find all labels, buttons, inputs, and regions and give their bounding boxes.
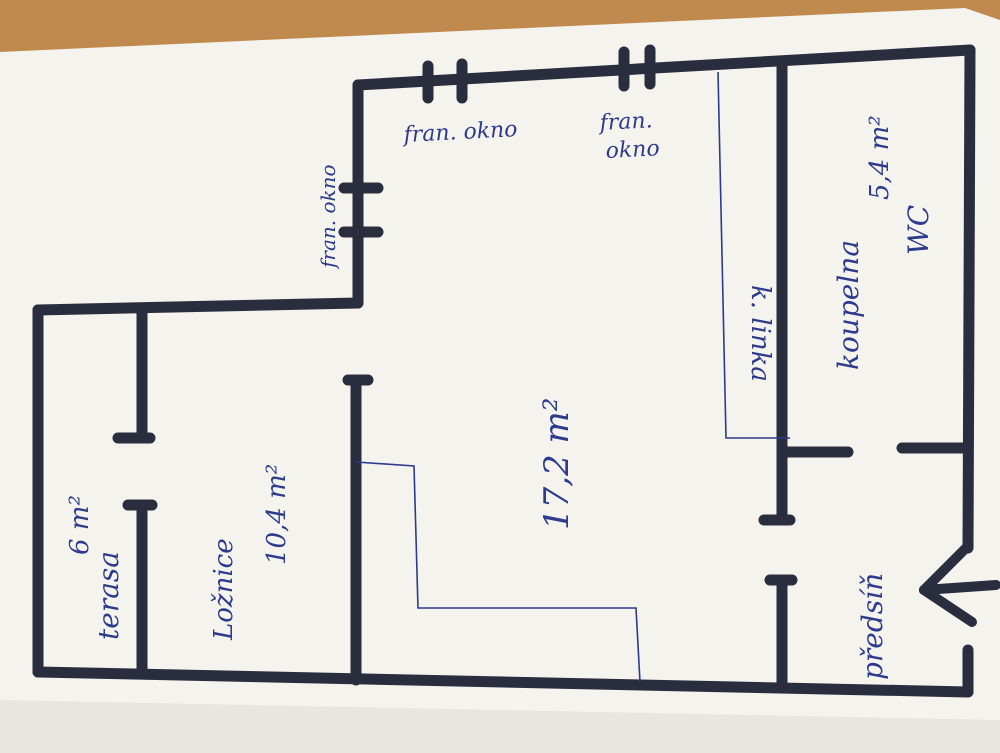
kitchen-counter-line [717, 71, 790, 439]
label-window-left: fran. okno [316, 164, 340, 270]
label-window-top-2b: okno [605, 136, 660, 164]
label-loznice-area: 10,4 m² [262, 464, 292, 565]
label-living-area: 17,2 m² [537, 398, 577, 530]
window-marks [338, 44, 656, 238]
arrow-head-top [919, 543, 971, 595]
label-koupelna: koupelna [832, 240, 865, 370]
pen-lines [355, 71, 790, 683]
label-terasa-area: 6 m² [65, 495, 95, 555]
label-koupelna-area: 5,4 m² [865, 115, 895, 200]
wall-right-upper [962, 44, 976, 554]
label-loznice: Ložnice [209, 538, 239, 641]
arrow-shaft [919, 580, 1000, 595]
entrance-arrow [919, 543, 1000, 627]
label-kitchen-line: k. linka [745, 285, 775, 382]
label-predsin: předsíň [856, 573, 889, 680]
label-terasa: terasa [92, 551, 125, 640]
paper-shadow [0, 700, 1000, 753]
label-window-top-2a: fran. [597, 108, 653, 136]
label-wc: WC [902, 205, 935, 255]
label-window-top-1: fran. okno [401, 117, 518, 148]
paper-sheet [0, 8, 1000, 753]
wall-step-horizontal [32, 297, 364, 316]
bed-outline [355, 461, 641, 683]
walls [32, 44, 976, 698]
arrow-head-bottom [919, 585, 977, 627]
wall-bottom [32, 666, 974, 698]
